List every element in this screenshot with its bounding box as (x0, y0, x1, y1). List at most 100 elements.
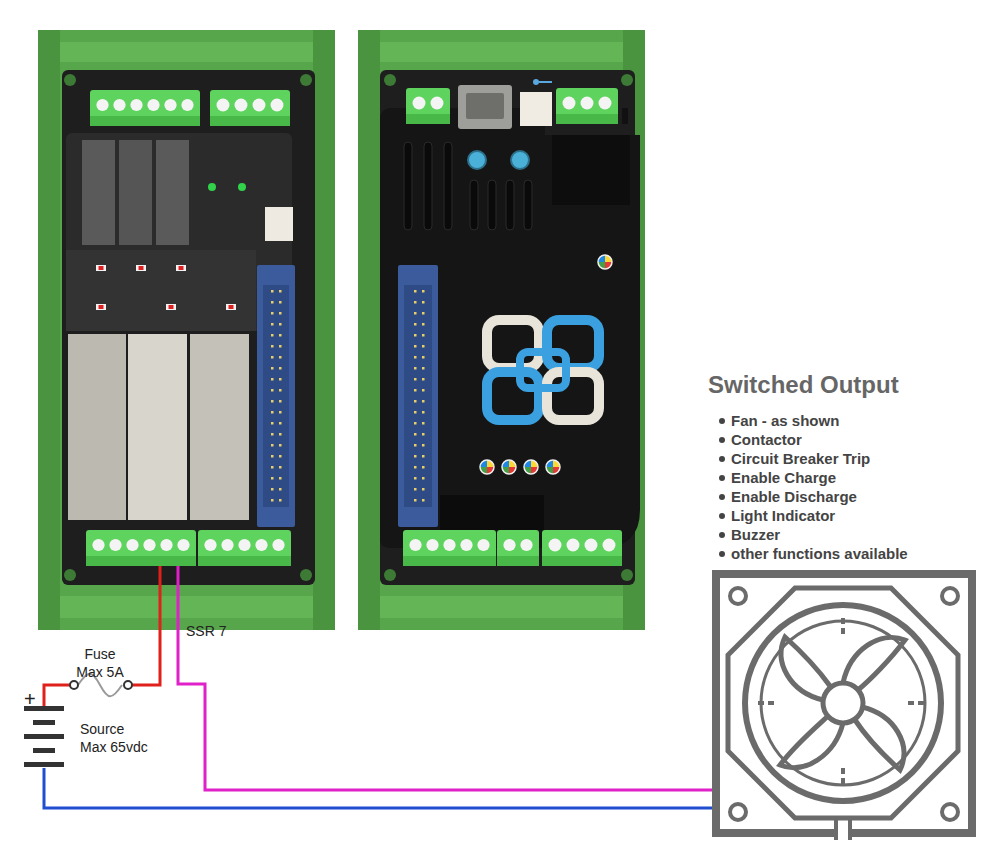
connector (265, 207, 293, 241)
controller-module (358, 30, 645, 630)
terminal-block (90, 90, 200, 126)
fan-strut (841, 768, 845, 788)
terminal-screw (520, 539, 532, 551)
header-pin (279, 367, 282, 370)
logo-link (487, 372, 539, 420)
header-pin (271, 389, 274, 392)
header-pin (422, 499, 425, 502)
header-pin (271, 466, 274, 469)
terminal-block (542, 556, 622, 566)
fan-hub (823, 683, 863, 723)
fan-screw-hole (942, 804, 958, 820)
bullet (719, 532, 725, 538)
terminal-screw (143, 539, 155, 551)
terminal-screw (272, 539, 284, 551)
header-pin (414, 411, 417, 414)
terminal-block (406, 114, 450, 124)
terminal-screw (426, 539, 438, 551)
header-pin (414, 356, 417, 359)
header-pin (414, 466, 417, 469)
terminal-screw (443, 539, 455, 551)
relay (128, 334, 187, 520)
terminal-block (556, 114, 618, 124)
terminal-block (403, 556, 496, 566)
header-pin (414, 455, 417, 458)
housing-edge (358, 30, 380, 630)
terminal-screw (204, 539, 216, 551)
bullet (719, 551, 725, 557)
rgb-led (598, 255, 612, 269)
terminal-screw (147, 99, 159, 111)
mount-hole (384, 74, 396, 86)
cover-window (552, 135, 630, 205)
header-pin (422, 334, 425, 337)
mount-hole (621, 74, 633, 86)
header-pin (414, 301, 417, 304)
battery-plate (33, 720, 55, 725)
header-pin (279, 356, 282, 359)
housing-rail (380, 42, 623, 62)
terminal-screw (181, 99, 193, 111)
header-pin (414, 367, 417, 370)
terminal-screw (271, 99, 284, 112)
battery-symbol (24, 706, 64, 767)
rgb-led (502, 460, 516, 474)
header-pin (422, 455, 425, 458)
terminal-screw (477, 539, 489, 551)
fan-blade (781, 637, 830, 700)
green-led (238, 183, 246, 191)
header-pin (422, 422, 425, 425)
header-pin (414, 334, 417, 337)
header-pin (271, 367, 274, 370)
logo (487, 320, 599, 420)
header-pin (279, 334, 282, 337)
header-pin (422, 356, 425, 359)
header-pin (271, 488, 274, 491)
fan-shroud (728, 588, 958, 818)
header-pin (271, 323, 274, 326)
vent-slot (404, 142, 412, 230)
header-pin (271, 301, 274, 304)
terminal-block (90, 116, 200, 126)
positive-wire (44, 685, 70, 706)
terminal-screw (96, 99, 108, 111)
housing-edge (38, 30, 60, 630)
negative-wire (44, 768, 712, 808)
indicator (539, 81, 552, 83)
header-pin (422, 290, 425, 293)
fan-strut (908, 701, 928, 705)
header-pin (414, 488, 417, 491)
header-pin (422, 389, 425, 392)
status-led (139, 266, 144, 270)
ssr-relay (82, 140, 115, 245)
header-pin (279, 290, 282, 293)
list-item: Light Indicator (731, 506, 835, 525)
pcb (62, 70, 315, 585)
terminal-block (403, 530, 496, 566)
terminal-block (556, 88, 618, 124)
status-led (96, 304, 106, 310)
header-pin (279, 488, 282, 491)
bullet (719, 475, 725, 481)
fan-blade (780, 716, 843, 768)
bullet (719, 456, 725, 462)
fuse-terminal (70, 681, 78, 689)
header-pin (279, 323, 282, 326)
header-pin (414, 499, 417, 502)
mount-hole (64, 569, 76, 581)
header-pin (271, 433, 274, 436)
header-pin (422, 367, 425, 370)
terminal-screw (549, 539, 562, 552)
status-led (179, 266, 184, 270)
header-pin (414, 422, 417, 425)
rgb-led (546, 460, 560, 474)
din-housing (38, 30, 335, 630)
fan-frame (716, 574, 972, 833)
connector (520, 92, 552, 126)
fan-blade (843, 637, 905, 690)
vent-slot (488, 180, 496, 230)
logo-link (520, 352, 566, 388)
header-pin (414, 444, 417, 447)
terminal-screw (109, 539, 121, 551)
fan-strut (758, 701, 778, 705)
